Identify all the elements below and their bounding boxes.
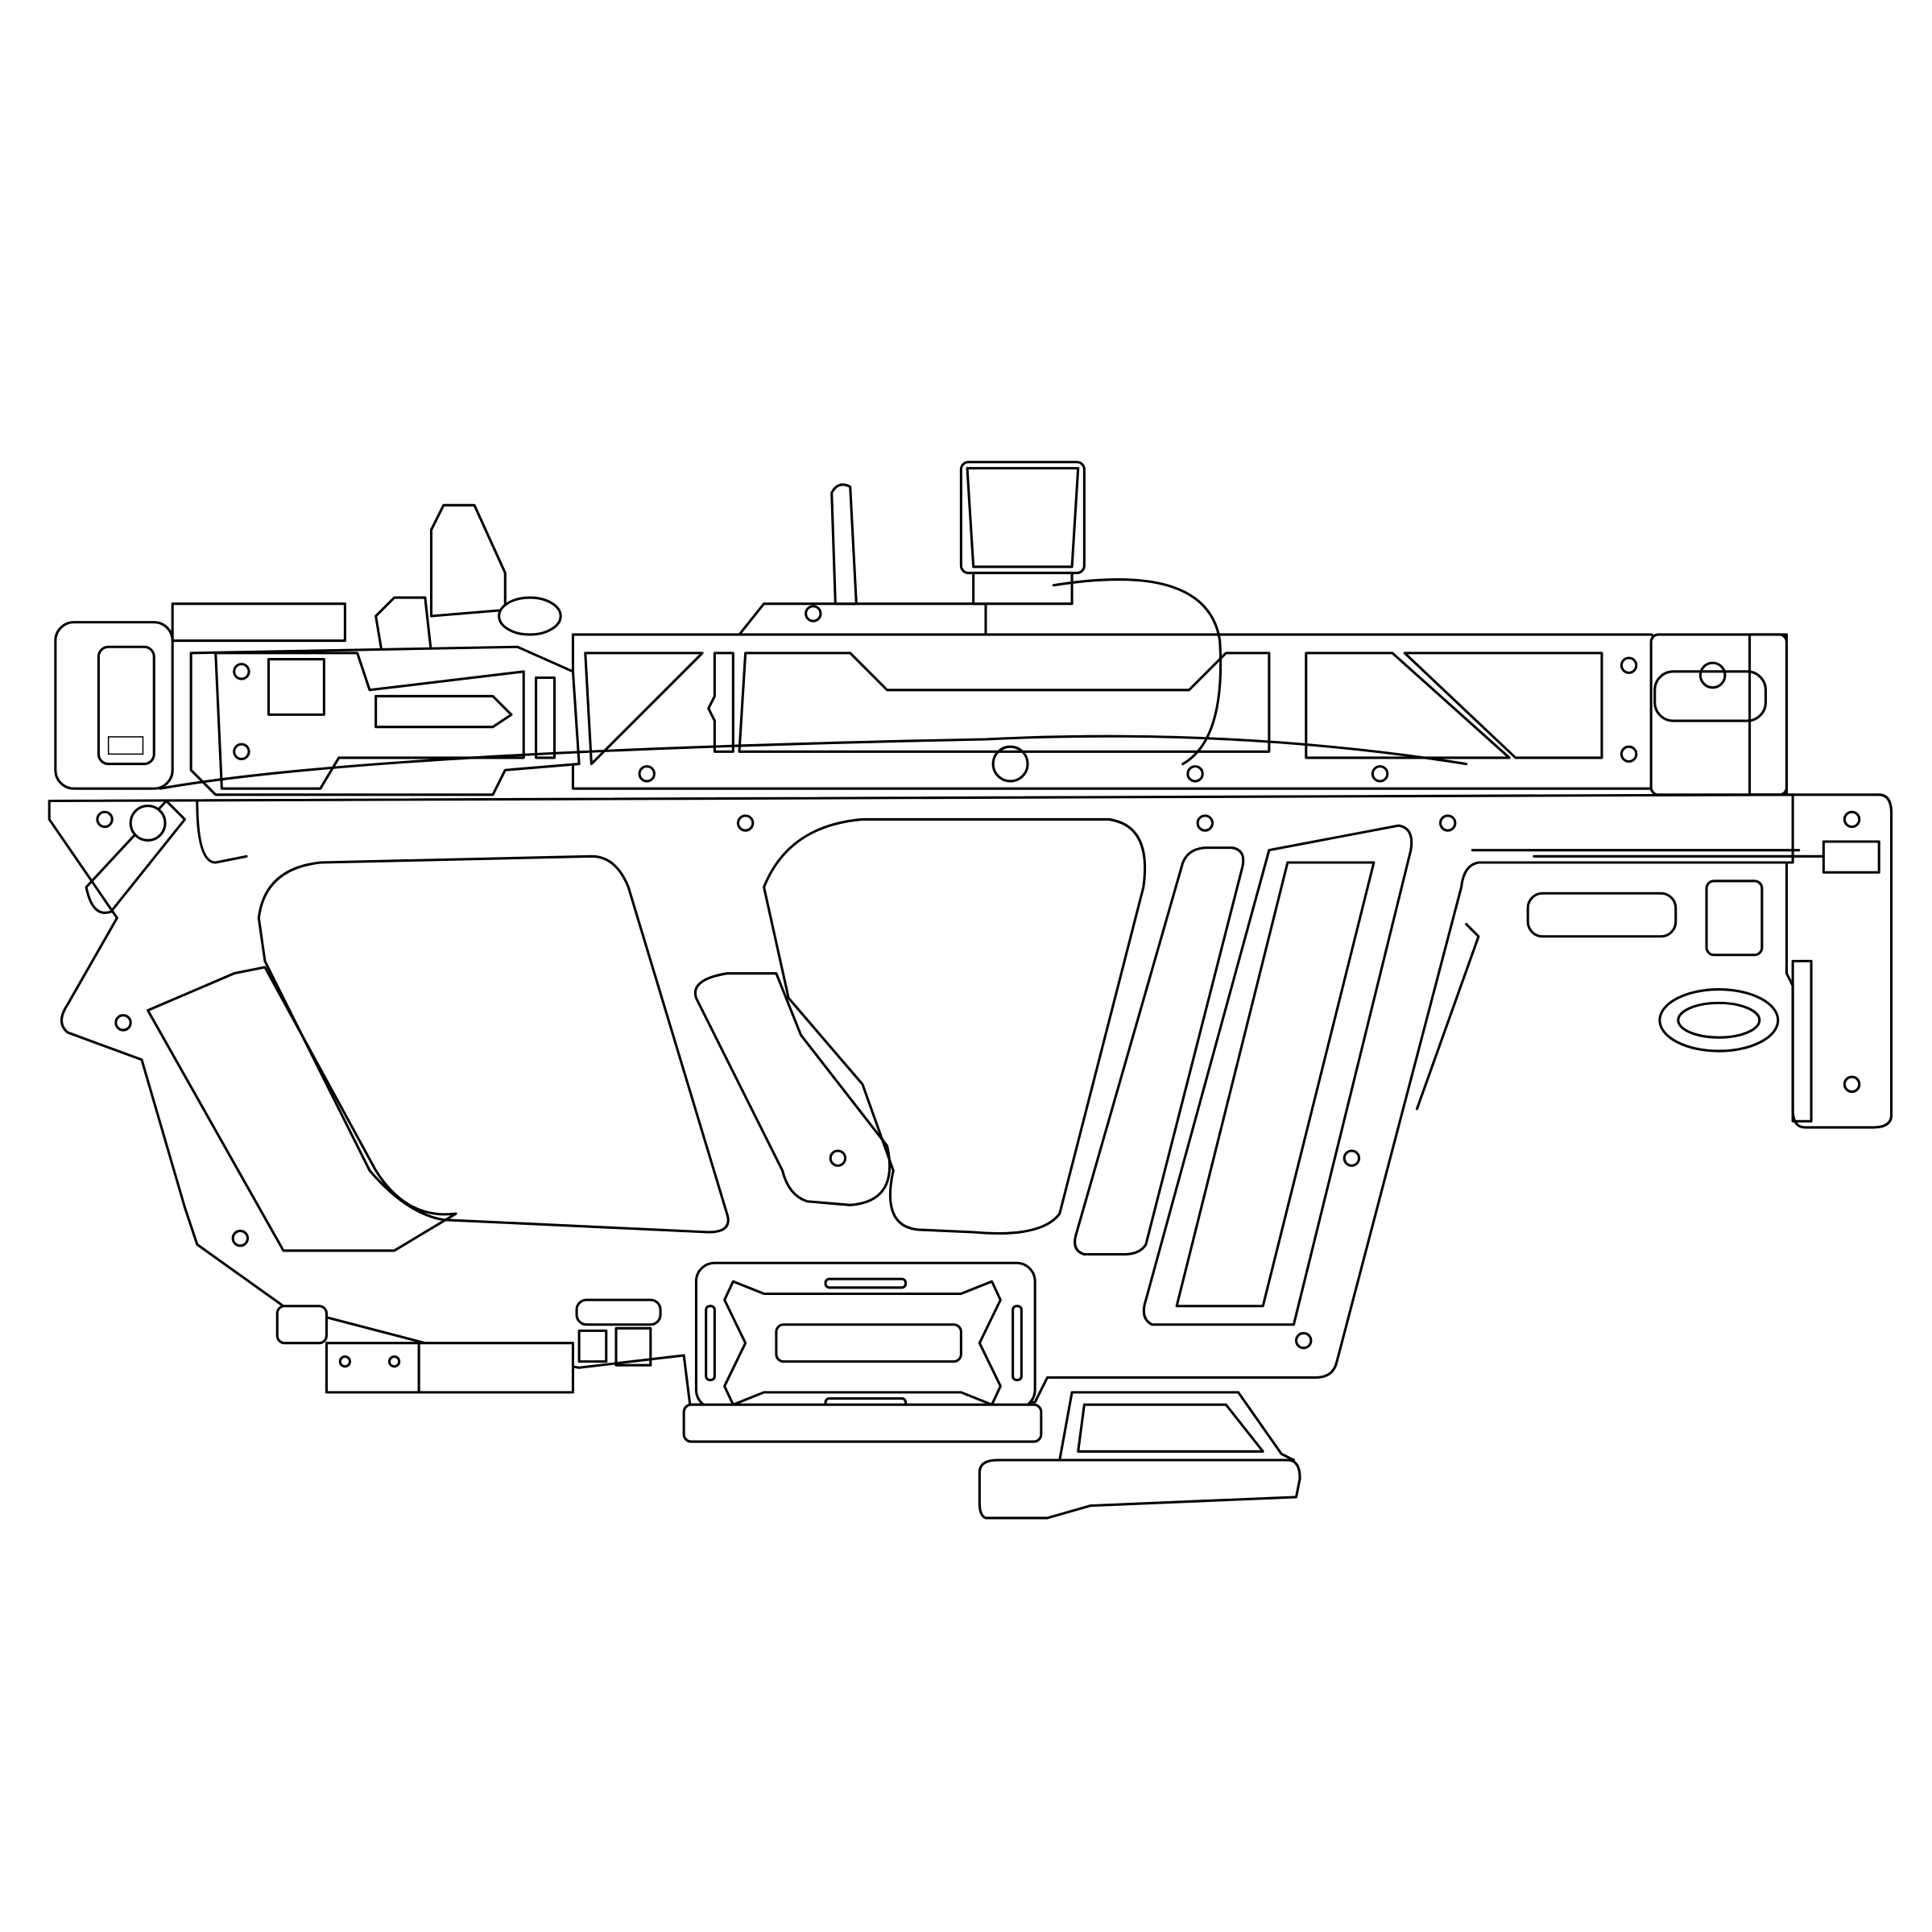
muzzle-block xyxy=(54,602,346,790)
buffer-spring xyxy=(1471,849,1825,1053)
top-accessories xyxy=(159,461,1468,790)
lower-frame xyxy=(48,793,1794,1406)
front-sling-loop xyxy=(85,799,187,914)
screw-holes xyxy=(96,605,1638,1368)
underbarrel-rail xyxy=(275,1298,662,1394)
rail-mount-plate xyxy=(682,1261,1043,1443)
magazine xyxy=(978,1391,1301,1520)
upper-receiver xyxy=(571,602,1788,796)
folding-stock xyxy=(1785,793,1893,1129)
